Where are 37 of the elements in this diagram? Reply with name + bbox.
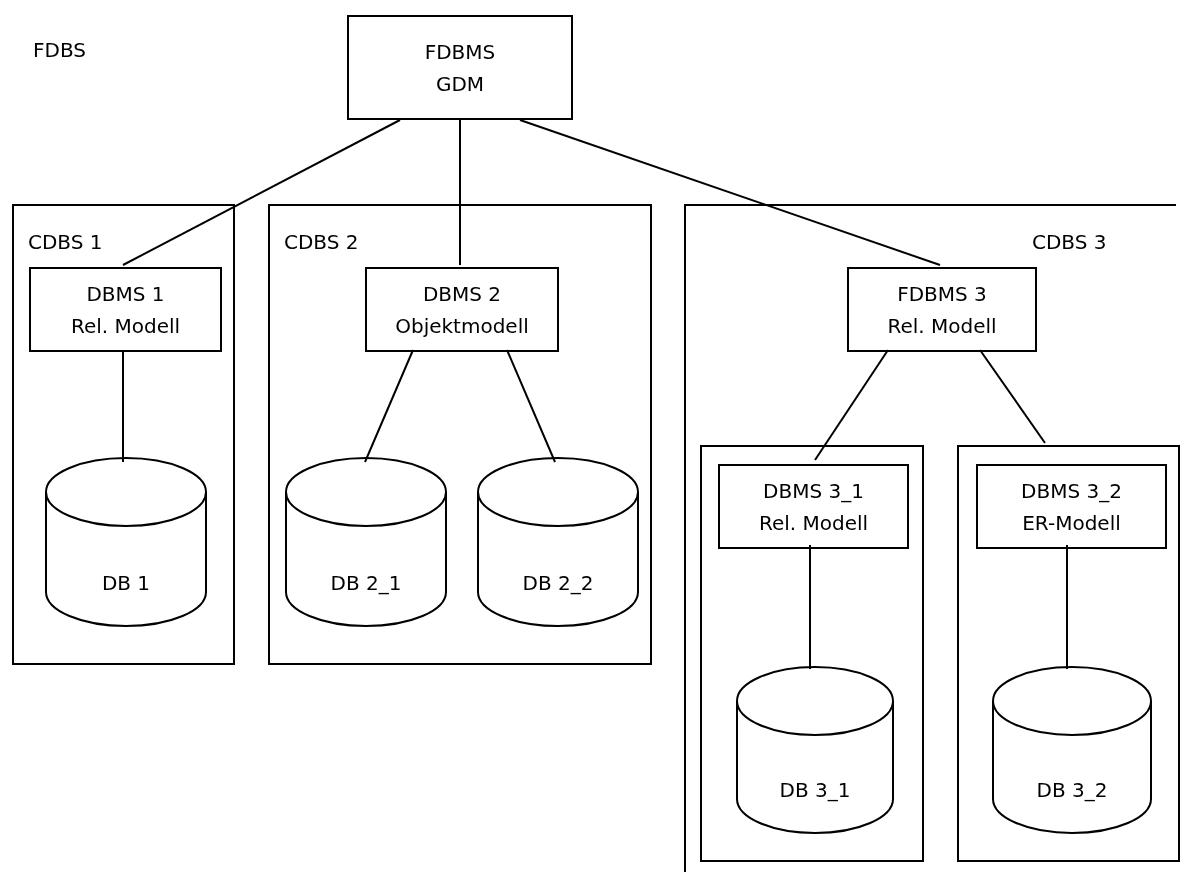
connector-line bbox=[519, 119, 941, 266]
database-label: DB 3_2 bbox=[1036, 778, 1108, 802]
connector-line bbox=[459, 119, 461, 266]
process-box bbox=[365, 267, 559, 352]
connector-line bbox=[122, 349, 124, 463]
connector-line bbox=[979, 349, 1046, 444]
box-text: DBMS 1 bbox=[86, 281, 165, 306]
box-text: DBMS 2 bbox=[422, 281, 502, 306]
process-box bbox=[718, 464, 909, 549]
connector-line bbox=[364, 349, 414, 463]
box-text: ER-Modell bbox=[1022, 510, 1121, 535]
group-title: CDBS 2 bbox=[284, 230, 359, 254]
database-label: DB 1 bbox=[101, 571, 151, 595]
box-text: DBMS 3_1 bbox=[763, 478, 864, 503]
connector-line bbox=[1066, 544, 1068, 670]
process-box bbox=[29, 267, 222, 352]
group-title: CDBS 1 bbox=[28, 230, 103, 254]
database-label: DB 2_1 bbox=[330, 571, 402, 595]
connector-line bbox=[814, 349, 889, 461]
box-text: Rel. Modell bbox=[887, 313, 997, 338]
process-box bbox=[847, 267, 1037, 352]
box-text: DBMS 3_2 bbox=[1021, 478, 1122, 503]
connector-line bbox=[809, 544, 811, 670]
box-text: Rel. Modell bbox=[758, 510, 869, 535]
box-text: GDM bbox=[435, 71, 485, 96]
box-text: FDBMS bbox=[424, 39, 496, 64]
database-label: DB 2_2 bbox=[522, 571, 594, 595]
box-text: Objektmodell bbox=[395, 313, 529, 338]
database-label: DB 3_1 bbox=[779, 778, 851, 802]
connector-line bbox=[506, 349, 556, 463]
box-text: FDBMS 3 bbox=[897, 281, 987, 306]
group-title: CDBS 3 bbox=[1032, 230, 1107, 254]
connector-line bbox=[122, 119, 401, 266]
box-text: Rel. Modell bbox=[70, 313, 181, 338]
process-box bbox=[976, 464, 1167, 549]
process-box bbox=[347, 15, 573, 120]
diagram-label: FDBS bbox=[33, 38, 86, 62]
